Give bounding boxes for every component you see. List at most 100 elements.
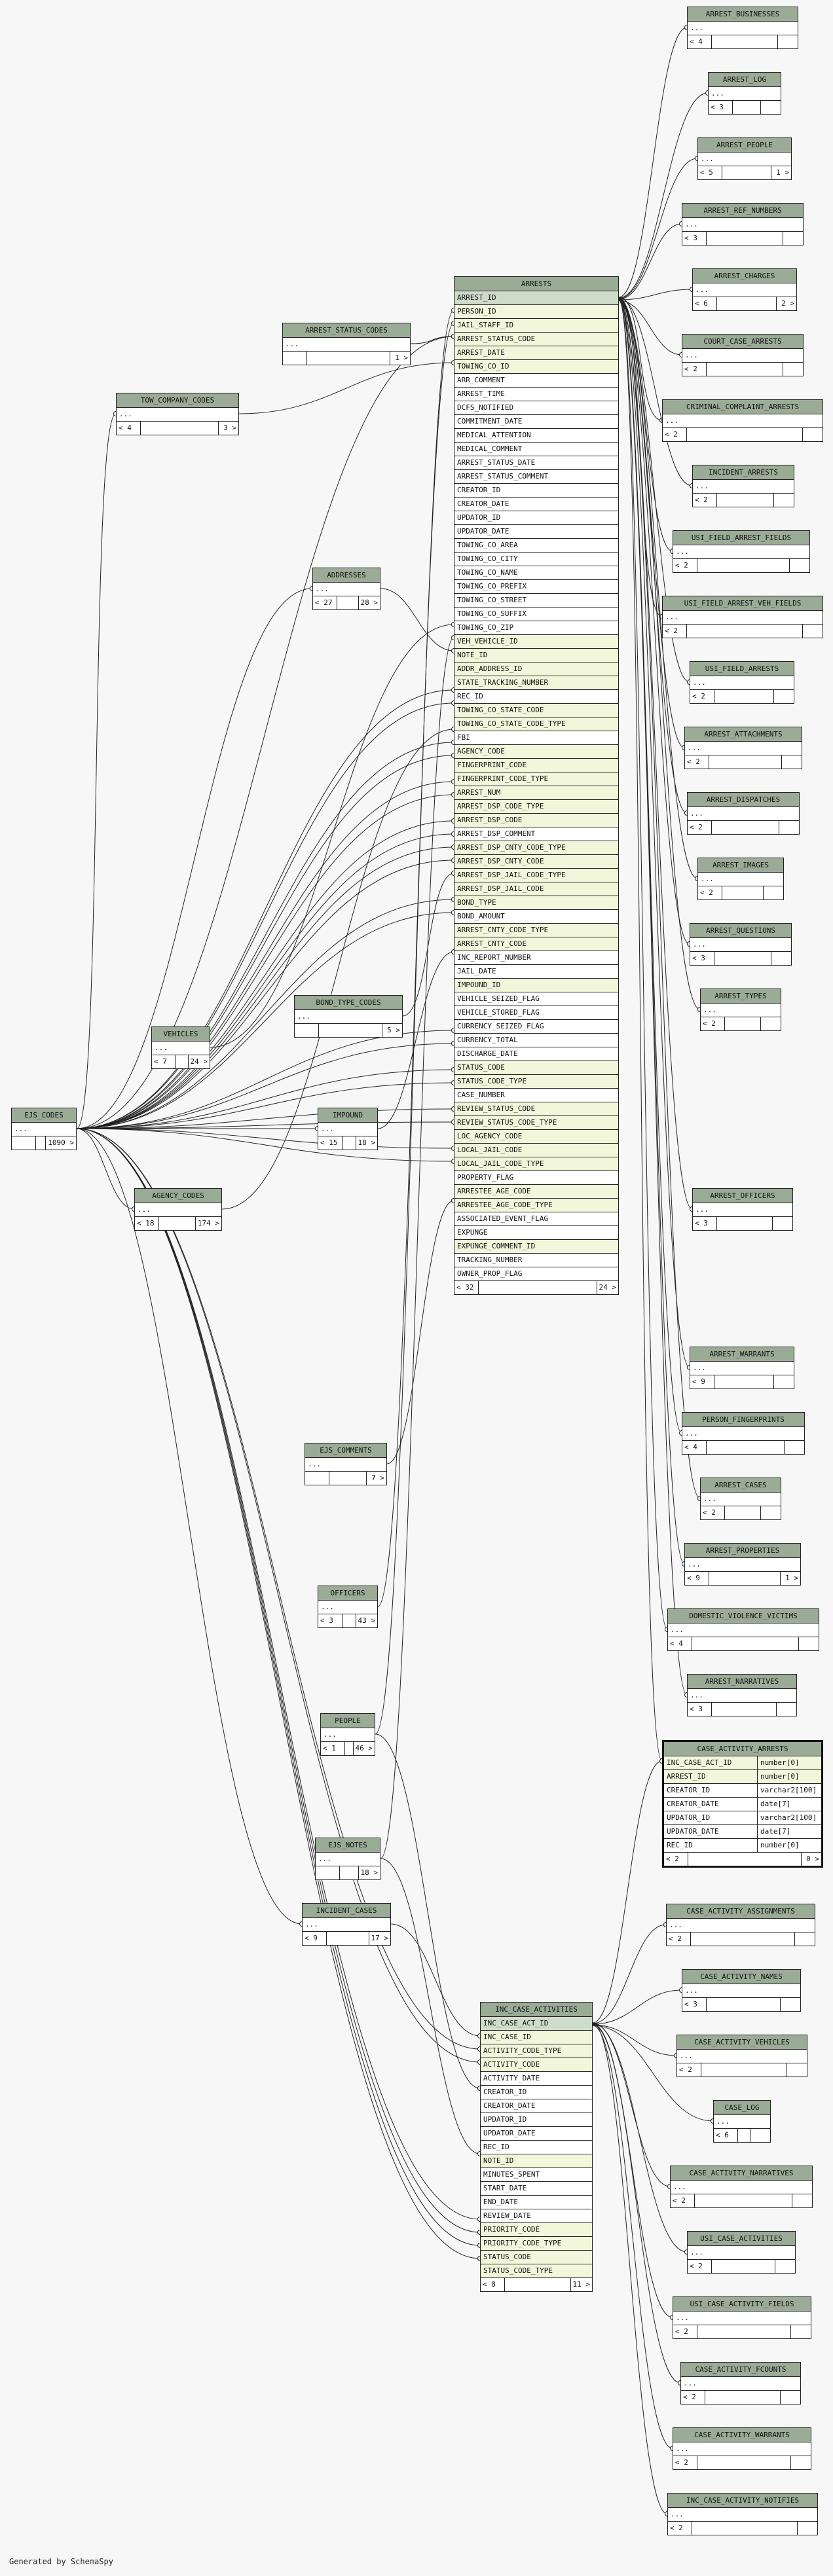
column-fingerprint-code[interactable]: FINGERPRINT_CODE — [454, 759, 618, 772]
table-bond-type-codes[interactable]: BOND_TYPE_CODES...5 > — [294, 995, 403, 1038]
column-towing-co-area[interactable]: TOWING_CO_AREA — [454, 539, 618, 553]
table-court-case-arrests[interactable]: COURT_CASE_ARRESTS...< 2 — [682, 334, 804, 376]
column-review-status-code[interactable]: REVIEW_STATUS_CODE — [454, 1102, 618, 1116]
column-jail-date[interactable]: JAIL_DATE — [454, 965, 618, 979]
column-updator-id[interactable]: UPDATOR_ID — [454, 511, 618, 525]
column-arrest-dsp-cnty-code[interactable]: ARREST_DSP_CNTY_CODE — [454, 855, 618, 869]
table-case-activity-fcounts[interactable]: CASE_ACTIVITY_FCOUNTS...< 2 — [680, 2362, 801, 2404]
table-ejs-codes[interactable]: EJS_CODES...1090 > — [11, 1108, 77, 1150]
column-towing-co-id[interactable]: TOWING_CO_ID — [454, 360, 618, 374]
table-usi-field-arrest-fields[interactable]: USI_FIELD_ARREST_FIELDS...< 2 — [673, 530, 810, 573]
column-start-date[interactable]: START_DATE — [481, 2182, 592, 2196]
column-arrest-date[interactable]: ARREST_DATE — [454, 346, 618, 360]
column-arrest-dsp-code-type[interactable]: ARREST_DSP_CODE_TYPE — [454, 800, 618, 814]
column-currency-total[interactable]: CURRENCY_TOTAL — [454, 1034, 618, 1047]
column-status-code[interactable]: STATUS_CODE — [481, 2251, 592, 2264]
column-arrestee-age-code[interactable]: ARRESTEE_AGE_CODE — [454, 1185, 618, 1199]
table-arrest-dispatches[interactable]: ARREST_DISPATCHES...< 2 — [687, 792, 800, 835]
column-priority-code[interactable]: PRIORITY_CODE — [481, 2223, 592, 2237]
column-activity-code[interactable]: ACTIVITY_CODE — [481, 2058, 592, 2072]
column-status-code[interactable]: STATUS_CODE — [454, 1061, 618, 1075]
column-arrest-id[interactable]: ARREST_ID — [454, 291, 618, 305]
column-creator-date[interactable]: CREATOR_DATE — [454, 498, 618, 511]
column-addr-address-id[interactable]: ADDR_ADDRESS_ID — [454, 662, 618, 676]
table-usi-field-arrest-veh-fields[interactable]: USI_FIELD_ARREST_VEH_FIELDS...< 2 — [662, 596, 823, 638]
column-arr-comment[interactable]: ARR_COMMENT — [454, 374, 618, 388]
table-incident-arrests[interactable]: INCIDENT_ARRESTS...< 2 — [692, 465, 794, 507]
column-arrestee-age-code-type[interactable]: ARRESTEE_AGE_CODE_TYPE — [454, 1199, 618, 1212]
column-rec-id[interactable]: REC_ID — [481, 2141, 592, 2154]
column-fbi[interactable]: FBI — [454, 731, 618, 745]
column-loc-agency-code[interactable]: LOC_AGENCY_CODE — [454, 1130, 618, 1144]
column-rec-id[interactable]: REC_ID — [454, 690, 618, 704]
table-domestic-violence-victims[interactable]: DOMESTIC_VIOLENCE_VICTIMS...< 4 — [667, 1608, 819, 1651]
column-inc-case-act-id[interactable]: INC_CASE_ACT_ID — [481, 2017, 592, 2031]
column-associated-event-flag[interactable]: ASSOCIATED_EVENT_FLAG — [454, 1212, 618, 1226]
table-case-activity-names[interactable]: CASE_ACTIVITY_NAMES...< 3 — [682, 1969, 801, 2012]
column-arrest-dsp-jail-code[interactable]: ARREST_DSP_JAIL_CODE — [454, 882, 618, 896]
column-status-code-type[interactable]: STATUS_CODE_TYPE — [454, 1075, 618, 1089]
column-note-id[interactable]: NOTE_ID — [481, 2154, 592, 2168]
table-arrest-cases[interactable]: ARREST_CASES...< 2 — [700, 1478, 781, 1520]
column-arrest-status-comment[interactable]: ARREST_STATUS_COMMENT — [454, 470, 618, 484]
column-towing-co-name[interactable]: TOWING_CO_NAME — [454, 566, 618, 580]
table-case-log[interactable]: CASE_LOG...< 6 — [713, 2100, 771, 2143]
table-usi-case-activity-fields[interactable]: USI_CASE_ACTIVITY_FIELDS...< 2 — [673, 2296, 811, 2339]
column-updator-date[interactable]: UPDATOR_DATE — [481, 2127, 592, 2141]
column-activity-date[interactable]: ACTIVITY_DATE — [481, 2072, 592, 2086]
column-property-flag[interactable]: PROPERTY_FLAG — [454, 1171, 618, 1185]
column-fingerprint-code-type[interactable]: FINGERPRINT_CODE_TYPE — [454, 772, 618, 786]
column-medical-attention[interactable]: MEDICAL_ATTENTION — [454, 429, 618, 443]
column-bond-amount[interactable]: BOND_AMOUNT — [454, 910, 618, 924]
column-towing-co-suffix[interactable]: TOWING_CO_SUFFIX — [454, 608, 618, 621]
column-arrest-cnty-code[interactable]: ARREST_CNTY_CODE — [454, 937, 618, 951]
table-arrest-officers[interactable]: ARREST_OFFICERS...< 3 — [692, 1188, 793, 1231]
column-discharge-date[interactable]: DISCHARGE_DATE — [454, 1047, 618, 1061]
table-person-fingerprints[interactable]: PERSON_FINGERPRINTS...< 4 — [682, 1412, 805, 1455]
table-arrest-businesses[interactable]: ARREST_BUSINESSES...< 4 — [687, 7, 798, 49]
column-arrest-dsp-cnty-code-type[interactable]: ARREST_DSP_CNTY_CODE_TYPE — [454, 841, 618, 855]
table-arrest-types[interactable]: ARREST_TYPES...< 2 — [700, 989, 781, 1031]
column-local-jail-code[interactable]: LOCAL_JAIL_CODE — [454, 1144, 618, 1157]
column-vehicle-seized-flag[interactable]: VEHICLE_SEIZED_FLAG — [454, 992, 618, 1006]
column-currency-seized-flag[interactable]: CURRENCY_SEIZED_FLAG — [454, 1020, 618, 1034]
table-arrest-narratives[interactable]: ARREST_NARRATIVES...< 3 — [687, 1674, 797, 1716]
table-arrest-attachments[interactable]: ARREST_ATTACHMENTS...< 2 — [684, 727, 802, 769]
column-expunge[interactable]: EXPUNGE — [454, 1226, 618, 1240]
column-arrest-time[interactable]: ARREST_TIME — [454, 388, 618, 401]
column-owner-prop-flag[interactable]: OWNER_PROP_FLAG — [454, 1267, 618, 1281]
column-review-status-code-type[interactable]: REVIEW_STATUS_CODE_TYPE — [454, 1116, 618, 1130]
column-towing-co-state-code[interactable]: TOWING_CO_STATE_CODE — [454, 704, 618, 717]
table-criminal-complaint-arrests[interactable]: CRIMINAL_COMPLAINT_ARRESTS...< 2 — [662, 399, 823, 442]
table-arrest-images[interactable]: ARREST_IMAGES...< 2 — [697, 858, 784, 900]
column-arrest-dsp-jail-code-type[interactable]: ARREST_DSP_JAIL_CODE_TYPE — [454, 869, 618, 882]
column-minutes-spent[interactable]: MINUTES_SPENT — [481, 2168, 592, 2182]
table-ejs-notes[interactable]: EJS_NOTES...18 > — [315, 1838, 380, 1880]
column-bond-type[interactable]: BOND_TYPE — [454, 896, 618, 910]
column-status-code-type[interactable]: STATUS_CODE_TYPE — [481, 2264, 592, 2278]
column-towing-co-zip[interactable]: TOWING_CO_ZIP — [454, 621, 618, 635]
column-note-id[interactable]: NOTE_ID — [454, 649, 618, 662]
column-arrest-num[interactable]: ARREST_NUM — [454, 786, 618, 800]
column-towing-co-prefix[interactable]: TOWING_CO_PREFIX — [454, 580, 618, 594]
column-person-id[interactable]: PERSON_ID — [454, 305, 618, 319]
column-dcfs-notified[interactable]: DCFS_NOTIFIED — [454, 401, 618, 415]
table-case-activity-assignments[interactable]: CASE_ACTIVITY_ASSIGNMENTS...< 2 — [666, 1904, 815, 1946]
column-impound-id[interactable]: IMPOUND_ID — [454, 979, 618, 992]
column-updator-date[interactable]: UPDATOR_DATE — [454, 525, 618, 539]
